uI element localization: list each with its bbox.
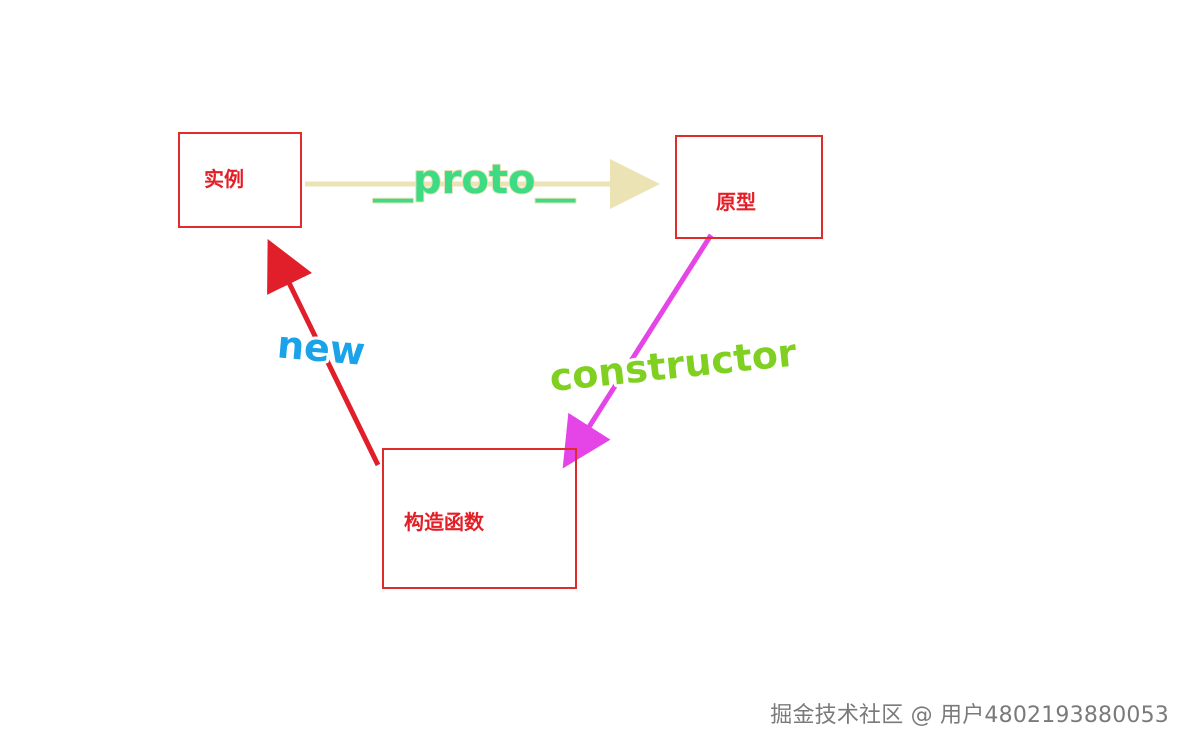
prototype-node (675, 135, 823, 239)
proto-label: __proto__ (373, 157, 575, 203)
watermark: 掘金技术社区 @ 用户4802193880053 (770, 703, 1169, 728)
instance-node (178, 132, 302, 228)
new-label: new (275, 322, 366, 373)
new-arrow (267, 239, 381, 467)
constructor-function-label: 构造函数 (404, 510, 484, 534)
instance-label: 实例 (204, 167, 244, 191)
prototype-label: 原型 (716, 190, 756, 214)
constructor-node (382, 448, 577, 589)
constructor-label: constructor (547, 330, 798, 400)
constructor-arrow (562, 233, 714, 469)
